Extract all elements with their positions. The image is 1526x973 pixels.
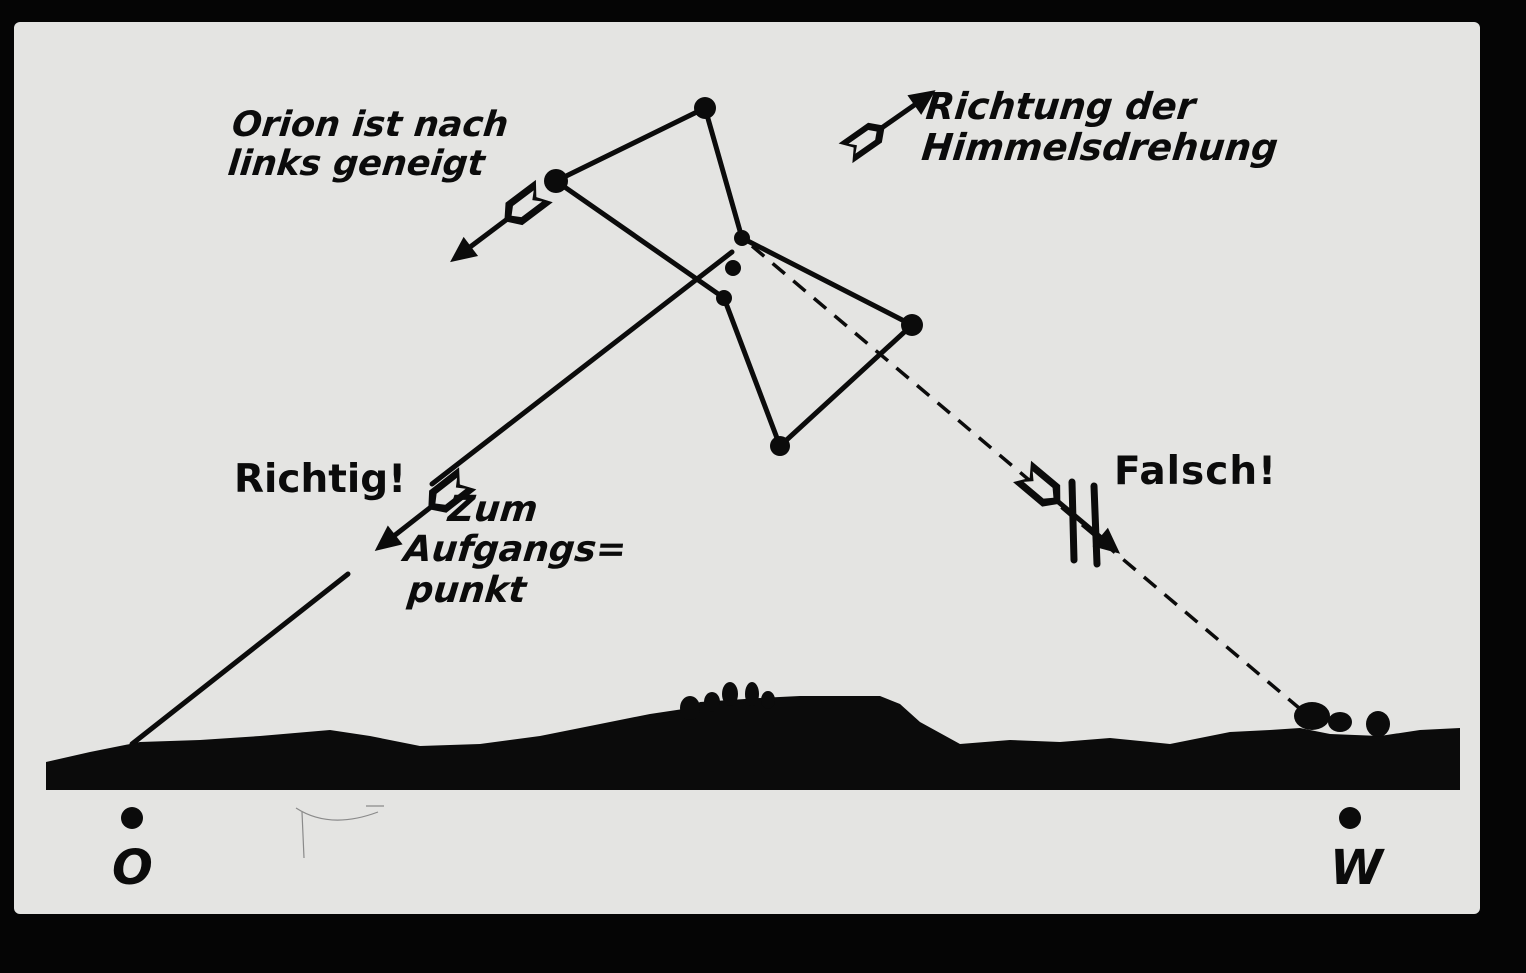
star-belt (716, 290, 732, 306)
orion-tilt-label: Orion ist nach links geneigt (225, 105, 511, 185)
orion-diagram (46, 90, 1460, 859)
sky-rotation-label: Richtung der Himmelsdrehung (919, 85, 1285, 170)
west-marker-dot (1339, 807, 1361, 829)
rising-point-label-line2: Aufgangs= (401, 529, 629, 571)
wrong-line (750, 244, 1320, 726)
east-marker-label: O (112, 840, 153, 896)
correct-line-upper (429, 249, 735, 487)
wrong-label: Falsch! (1114, 449, 1277, 494)
horizon-silhouette (46, 696, 1460, 790)
orion-line (721, 295, 783, 449)
diagram-card: Orion ist nach links geneigt Richtung de… (14, 22, 1480, 914)
orion-line (553, 105, 708, 184)
arrow-up-right-icon (838, 90, 936, 164)
cross-out-strokes (1068, 478, 1101, 568)
correct-line (129, 249, 735, 747)
star-betelgeuse (544, 169, 568, 193)
sky-rotation-label-line2: Himmelsdrehung (919, 126, 1280, 170)
horizon-trees (680, 682, 1390, 737)
west-marker-label: W (1330, 840, 1383, 896)
rising-point-label: Zum Aufgangs= punkt (398, 489, 633, 611)
orion-tilt-label-line1: Orion ist nach (230, 105, 511, 145)
rising-point-label-line1: Zum (446, 489, 540, 530)
orion-stars (544, 97, 923, 456)
arrow-down-left-icon (374, 467, 477, 551)
arrow-down-left-icon (450, 179, 553, 263)
star-belt (725, 260, 741, 276)
star-belt (734, 230, 750, 246)
orion-tilt-label-line2: links geneigt (225, 144, 487, 185)
correct-line-lower (129, 571, 351, 747)
orion-line (777, 322, 915, 449)
east-marker-dot (121, 807, 143, 829)
orion-line (739, 235, 915, 328)
orion-line (702, 105, 745, 241)
constellation-lines (553, 105, 915, 449)
rising-point-label-line3: punkt (405, 569, 529, 611)
correct-label: Richtig! (234, 457, 406, 502)
star-bellatrix (694, 97, 716, 119)
pencil-scribble (295, 805, 384, 859)
sky-rotation-label-line1: Richtung der (923, 85, 1198, 128)
star-saiph (770, 436, 790, 456)
star-rigel (901, 314, 923, 336)
